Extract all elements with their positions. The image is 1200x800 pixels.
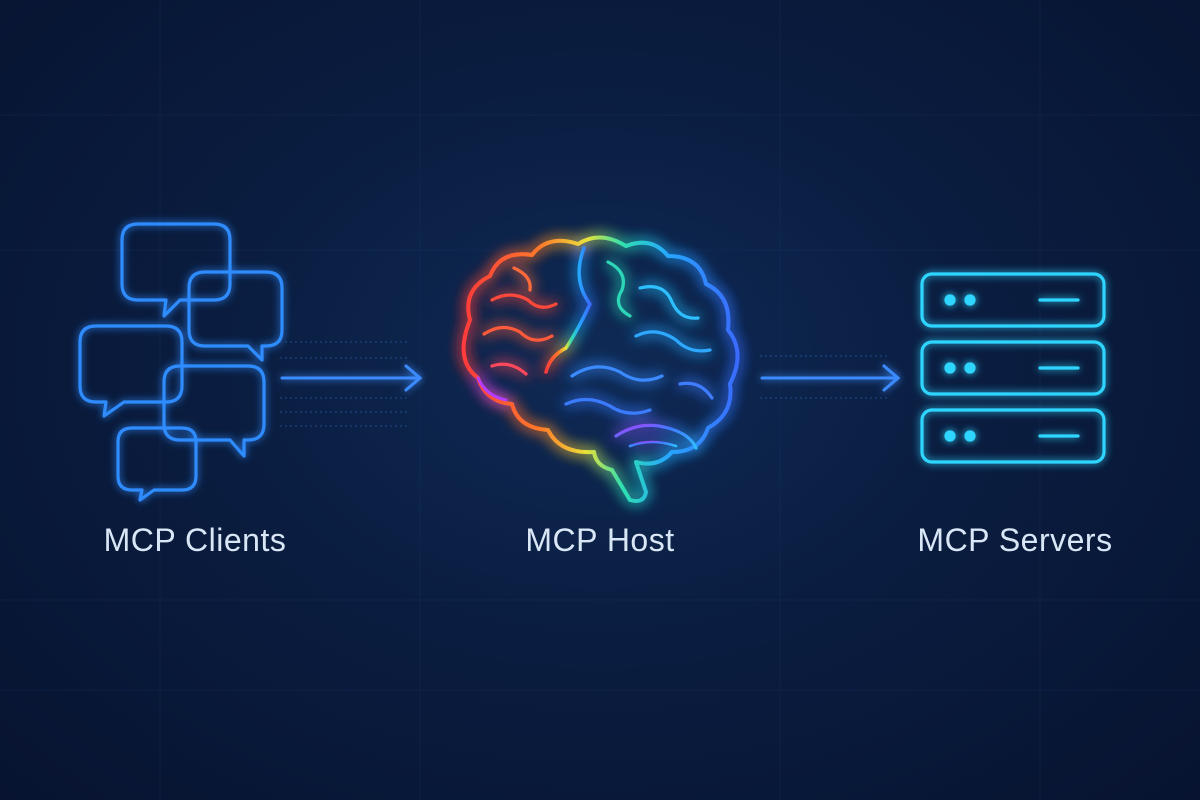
arrow-clients-to-host bbox=[280, 341, 423, 427]
server-unit-1 bbox=[920, 272, 1106, 328]
brain-icon bbox=[461, 235, 740, 503]
chat-bubble-3 bbox=[78, 324, 184, 418]
label-mcp-servers: MCP Servers bbox=[917, 522, 1113, 558]
chat-bubble-2 bbox=[187, 270, 284, 362]
chat-bubble-1 bbox=[120, 222, 232, 318]
label-mcp-clients: MCP Clients bbox=[103, 522, 287, 558]
chat-bubble-4 bbox=[162, 364, 266, 458]
arrow-host-to-servers bbox=[760, 355, 901, 399]
chat-bubbles-icon bbox=[78, 222, 284, 502]
label-mcp-host: MCP Host bbox=[525, 522, 675, 558]
server-unit-3 bbox=[920, 408, 1106, 464]
chat-bubble-5 bbox=[116, 426, 198, 502]
server-rack-icon bbox=[920, 272, 1106, 464]
server-unit-2 bbox=[920, 340, 1106, 396]
